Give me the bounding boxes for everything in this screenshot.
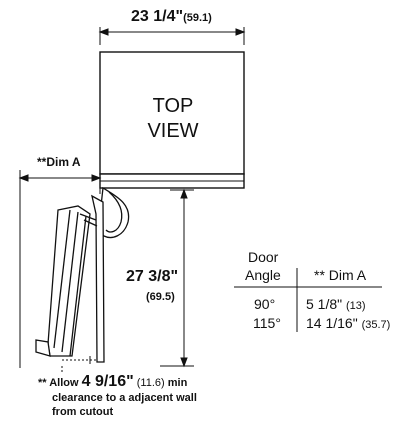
table-header-angle: Angle xyxy=(245,267,281,283)
width-metric: (59.1) xyxy=(183,12,212,24)
clearance-markers xyxy=(61,356,97,372)
cabinet-top-view xyxy=(99,51,245,189)
clearance-note-line2: clearance to a adjacent wall xyxy=(52,392,197,404)
clearance-note-line3: from cutout xyxy=(52,405,114,418)
table-header-dim-a: ** Dim A xyxy=(314,267,367,283)
table-row-dim-value: 14 1/16" xyxy=(306,315,358,331)
note-suffix: min xyxy=(164,377,188,389)
width-dimension-line xyxy=(98,27,246,45)
depth-dimension-metric: (69.5) xyxy=(146,291,175,303)
top-view-line2: VIEW xyxy=(147,120,199,142)
door-table-lines xyxy=(234,268,382,332)
top-view-label: TOP VIEW xyxy=(128,94,218,144)
table-row-angle: 90° xyxy=(254,296,276,312)
table-row-dim: 5 1/8" (13) xyxy=(306,297,366,312)
open-door xyxy=(35,186,130,363)
top-view-line1: TOP xyxy=(152,95,194,117)
note-dimension: 4 9/16" xyxy=(81,373,134,390)
depth-dimension-value: 27 3/8" xyxy=(126,268,179,285)
table-row-dim: 14 1/16" (35.7) xyxy=(306,316,390,331)
dim-a-label: **Dim A xyxy=(37,155,81,169)
clearance-note-line1: ** Allow 4 9/16" (11.6) min xyxy=(38,372,197,392)
width-dimension-label: 23 1/4"(59.1) xyxy=(131,9,212,25)
dim-a-line xyxy=(18,170,102,368)
depth-dimension-line xyxy=(160,188,194,368)
note-prefix: ** Allow xyxy=(38,377,82,389)
note-metric: (11.6) xyxy=(136,377,165,389)
table-header-door: Door xyxy=(248,249,279,265)
clearance-note: ** Allow 4 9/16" (11.6) min clearance to… xyxy=(38,372,197,420)
table-row-dim-metric: (35.7) xyxy=(361,319,391,331)
width-value: 23 1/4" xyxy=(131,8,184,25)
table-row-angle: 115° xyxy=(253,315,281,331)
table-row-dim-metric: (13) xyxy=(346,300,366,312)
table-row-dim-value: 5 1/8" xyxy=(306,296,343,312)
